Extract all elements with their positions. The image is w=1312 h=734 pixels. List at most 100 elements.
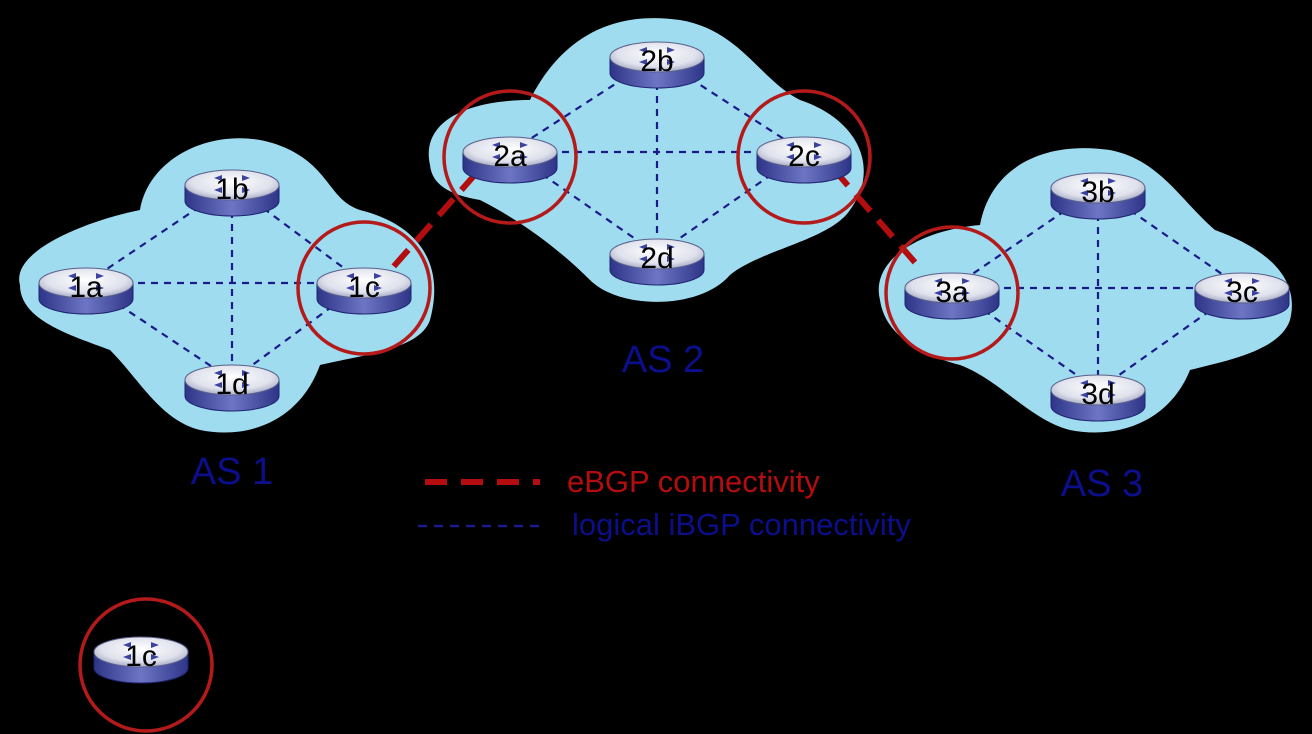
router-label: 3d	[1081, 378, 1114, 411]
router-top	[1194, 272, 1290, 304]
as2-label: AS 2	[622, 339, 704, 381]
routers: 1a 1b 1c 1d 2a 2b 2c 2d 3a 3b 3c 3d	[38, 41, 1290, 422]
arrow-icon	[934, 278, 942, 284]
arrow-icon	[1224, 290, 1232, 296]
router-1d: 1d	[184, 364, 280, 412]
router-top	[184, 169, 280, 201]
router-top	[93, 636, 189, 668]
arrow-icon	[639, 47, 647, 53]
router-top	[756, 136, 852, 168]
router-label: 3a	[935, 276, 969, 309]
highlight-circle-2c	[736, 89, 872, 225]
arrow-icon	[374, 285, 382, 291]
router-top	[1050, 172, 1146, 204]
arrow-icon	[962, 278, 970, 284]
router-label: 3c	[1226, 276, 1258, 309]
router-arrows-icon	[639, 47, 675, 65]
arrow-icon	[214, 382, 222, 388]
router-3b: 3b	[1050, 172, 1146, 220]
router-top	[904, 272, 1000, 304]
as3-label: AS 3	[1061, 463, 1143, 505]
router-top	[609, 238, 705, 270]
router-arrows-icon	[123, 642, 159, 660]
highlight-circle-1c	[296, 220, 432, 356]
arrow-icon	[1224, 278, 1232, 284]
standalone-router-1c: 1c	[78, 597, 214, 733]
router-label: 1a	[69, 271, 103, 304]
arrow-icon	[934, 290, 942, 296]
router-label: 1b	[215, 173, 248, 206]
arrow-icon	[1252, 278, 1260, 284]
arrow-icon	[242, 175, 250, 181]
arrow-icon	[639, 244, 647, 250]
arrow-icon	[520, 154, 528, 160]
router-arrows-icon	[214, 175, 250, 193]
arrow-icon	[667, 256, 675, 262]
router-arrows-icon	[1080, 178, 1116, 196]
router-arrows-icon	[786, 142, 822, 160]
router-top	[609, 41, 705, 73]
router-label: 2a	[493, 140, 527, 173]
router-1b: 1b	[184, 169, 280, 217]
router-2b: 2b	[609, 41, 705, 89]
arrow-icon	[1108, 380, 1116, 386]
router-label: 3b	[1081, 176, 1114, 209]
router-arrows-icon	[214, 370, 250, 388]
router-arrows-icon	[1224, 278, 1260, 296]
router-3c: 3c	[1194, 272, 1290, 320]
arrow-icon	[242, 382, 250, 388]
router-2d: 2d	[609, 238, 705, 286]
router-1a: 1a	[38, 267, 134, 315]
arrow-icon	[814, 142, 822, 148]
arrow-icon	[1080, 380, 1088, 386]
router-top	[1050, 374, 1146, 406]
router-arrows-icon	[934, 278, 970, 296]
arrow-icon	[962, 290, 970, 296]
arrow-icon	[96, 273, 104, 279]
arrow-icon	[1108, 392, 1116, 398]
router-arrows-icon	[639, 244, 675, 262]
arrow-icon	[1080, 190, 1088, 196]
highlight-circles	[296, 89, 1020, 361]
arrow-icon	[68, 273, 76, 279]
arrow-icon	[1108, 190, 1116, 196]
router-label: 2b	[640, 45, 673, 78]
arrow-icon	[96, 285, 104, 291]
arrow-icon	[639, 59, 647, 65]
arrow-icon	[214, 187, 222, 193]
arrow-icon	[786, 142, 794, 148]
router-label: 1c	[125, 640, 157, 673]
router-label: 2c	[788, 140, 820, 173]
arrow-icon	[123, 654, 131, 660]
router-label: 1c	[348, 271, 380, 304]
ebgp-link-1c-2a	[391, 166, 483, 269]
router-top	[184, 364, 280, 396]
router-2c: 2c	[756, 136, 852, 184]
arrow-icon	[346, 285, 354, 291]
arrow-icon	[346, 273, 354, 279]
arrow-icon	[374, 273, 382, 279]
router-top	[462, 136, 558, 168]
as2-cloud	[428, 18, 864, 302]
arrow-icon	[242, 370, 250, 376]
arrow-icon	[667, 244, 675, 250]
arrow-icon	[151, 642, 159, 648]
arrow-icon	[667, 47, 675, 53]
arrow-icon	[639, 256, 647, 262]
router-label: 2d	[640, 242, 673, 275]
arrow-icon	[1252, 290, 1260, 296]
router-top	[316, 267, 412, 299]
router-arrows-icon	[346, 273, 382, 291]
router-arrows-icon	[1080, 380, 1116, 398]
legend-ebgp-label: eBGP connectivity	[567, 464, 820, 499]
ebgp-link-2c-3a	[831, 166, 925, 274]
arrow-icon	[68, 285, 76, 291]
router-top	[38, 267, 134, 299]
router-arrows-icon	[68, 273, 104, 291]
arrow-icon	[814, 154, 822, 160]
router-3d: 3d	[1050, 374, 1146, 422]
highlight-circle-standalone	[78, 597, 214, 733]
highlight-circle-3a	[884, 225, 1020, 361]
router-standalone: 1c	[93, 636, 189, 684]
highlight-circle-2a	[442, 89, 578, 225]
